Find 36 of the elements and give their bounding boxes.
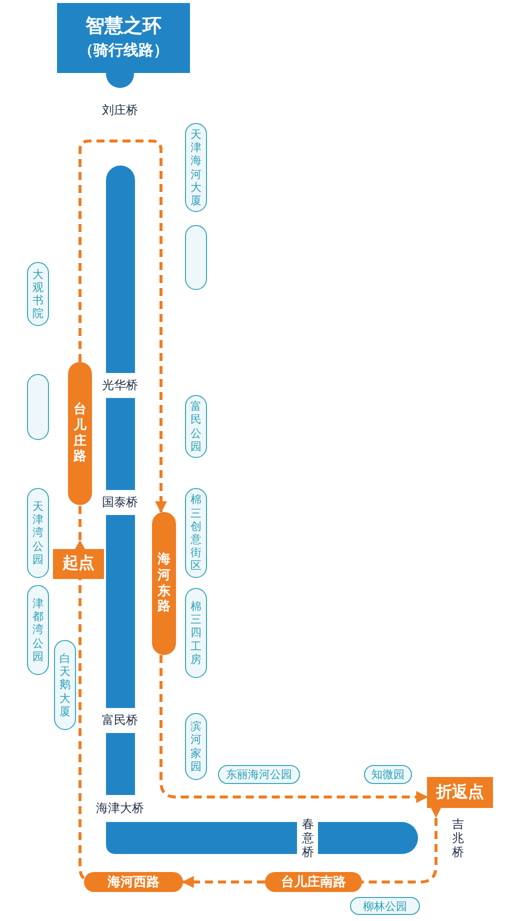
subtitle-text: （骑行线路） — [78, 40, 168, 61]
route-line — [182, 876, 265, 888]
landmark-pill: 滨河家园 — [185, 713, 207, 780]
landmark-pill: 柳林公园 — [350, 897, 420, 915]
bridge-label: 海津大桥 — [96, 800, 144, 816]
landmark-pill: 知微园 — [364, 765, 412, 784]
route-line — [160, 655, 428, 803]
landmark-pill: 津都湾公园 — [27, 585, 49, 675]
landmark-pill: 富民公园 — [185, 395, 207, 458]
road-pill: 台儿庄路 — [68, 362, 92, 505]
landmark-pill — [185, 225, 207, 290]
landmark-pill: 棉三四工房 — [185, 588, 207, 678]
road-pill: 海河西路 — [84, 872, 183, 892]
marker-flag: 折返点 — [427, 777, 493, 818]
bridge-label: 富民桥 — [102, 712, 138, 728]
road-pill: 台儿庄南路 — [265, 872, 362, 892]
bridge-label: 吉兆桥 — [452, 817, 465, 859]
bridge-label: 光华桥 — [102, 376, 138, 394]
route-line — [78, 140, 167, 514]
landmark-pill: 天津海河大厦 — [185, 123, 207, 212]
route-line — [362, 818, 438, 884]
route-line — [78, 579, 86, 880]
route-line — [78, 505, 82, 540]
bridge-label: 刘庄桥 — [102, 102, 138, 118]
landmark-pill: 东丽海河公园 — [218, 765, 300, 784]
title-text: 智慧之环 — [86, 14, 162, 38]
bridge-label: 春意桥 — [302, 817, 315, 859]
marker-flag: 起点 — [53, 540, 104, 579]
landmark-pill: 棉三创意街区 — [185, 488, 207, 578]
title-box — [57, 3, 190, 73]
landmark-pill: 天津湾公园 — [27, 488, 49, 578]
landmark-pill: 白天鹅大厦 — [54, 640, 76, 730]
road-pill: 海河东路 — [152, 512, 176, 655]
landmark-pill: 大观书院 — [27, 262, 49, 326]
landmark-pill — [27, 374, 49, 440]
bridge-label: 国泰桥 — [102, 494, 138, 510]
